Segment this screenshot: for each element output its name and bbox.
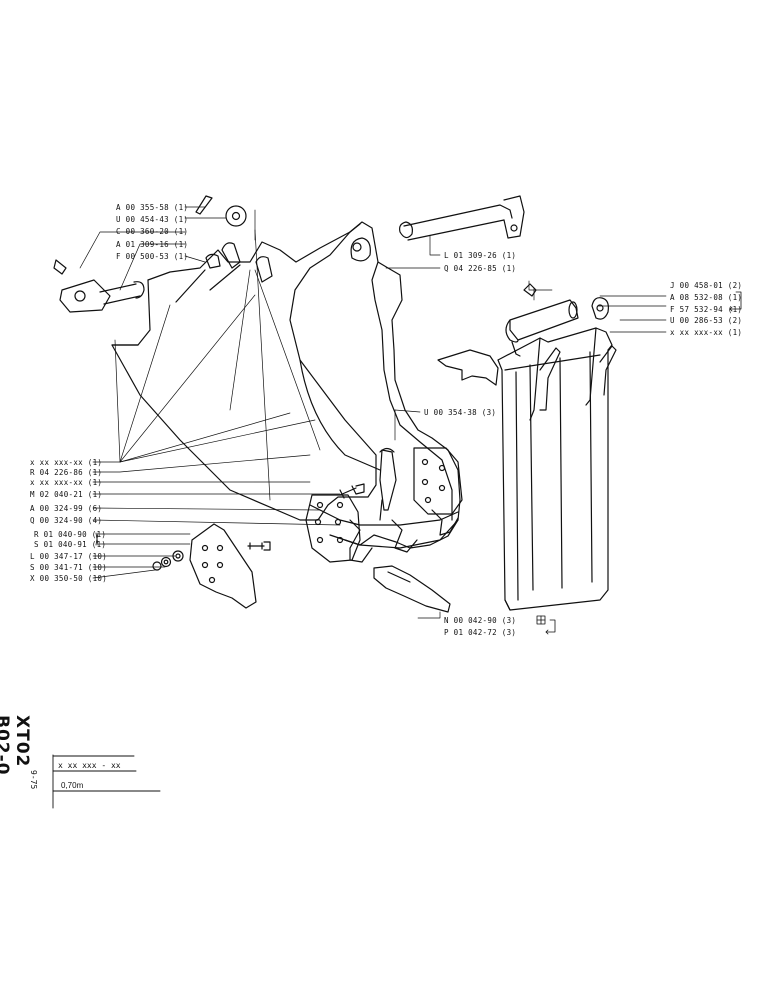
label-part: F 00 500-53 (1) [116, 252, 189, 261]
leader-lines [79, 206, 667, 619]
label-part: A 00 324-99 (6) [30, 504, 103, 513]
label-part: R 01 040-90 (1) [34, 530, 107, 539]
label-part: L 00 347-17 (10) [30, 552, 108, 561]
label-part: F 57 532-94 (1) [670, 305, 743, 314]
bucket-width: 0,70m [61, 781, 84, 790]
label-part: S 01 040-91 (1) [34, 540, 107, 549]
label-part: J 00 458-01 (2) [670, 281, 743, 290]
label-part: U 00 454-43 (1) [116, 215, 189, 224]
top-small-parts [195, 195, 273, 283]
hinge-tube [505, 283, 609, 357]
rear-bracket-plate [413, 447, 463, 515]
label-part: C 00 360-20 (1) [116, 227, 189, 236]
bucket-floor [309, 504, 459, 563]
label-part: U 00 354-38 (3) [424, 408, 497, 417]
bracket-markers [95, 291, 742, 635]
hinge-bracket-plate [305, 494, 361, 563]
label-part: X 00 350-50 (10) [30, 574, 108, 583]
label-part: Q 00 324-90 (4) [30, 516, 103, 525]
title-block-lines [52, 754, 161, 809]
side-cutter-plate [189, 523, 257, 609]
sheet-code: XT02 B02-0 [0, 715, 32, 776]
label-part: M 02 040-21 (1) [30, 490, 103, 499]
label-part: A 08 532-08 (1) [670, 293, 743, 302]
spill-plate [437, 327, 617, 611]
label-part: x xx xxx-xx (1) [670, 328, 743, 337]
bucket-side-plate [344, 221, 461, 549]
tooth [373, 565, 451, 613]
label-part: x xx xxx-xx (1) [30, 458, 103, 467]
left-pin-link [53, 259, 145, 313]
label-part: A 00 355-58 (1) [116, 203, 189, 212]
label-part: Q 04 226-85 (1) [444, 264, 517, 273]
label-part: U 00 286-53 (2) [670, 316, 743, 325]
label-part: L 01 309-26 (1) [444, 251, 517, 260]
bolt-parts [152, 483, 365, 571]
label-part: x xx xxx-xx (1) [30, 478, 103, 487]
bucket-body [111, 223, 381, 521]
label-part: N 00 042-90 (3) [444, 616, 517, 625]
variant-code: x xx xxx - xx [58, 761, 121, 770]
top-pin-link [399, 195, 525, 241]
sheet-revision: 9-75 [29, 770, 38, 790]
label-part: S 00 341-71 (10) [30, 563, 108, 572]
pin-bolt [379, 447, 397, 521]
label-part: R 04 226-86 (1) [30, 468, 103, 477]
label-part: P 01 042-72 (3) [444, 628, 517, 637]
label-part: A 01 309-16 (1) [116, 240, 189, 249]
